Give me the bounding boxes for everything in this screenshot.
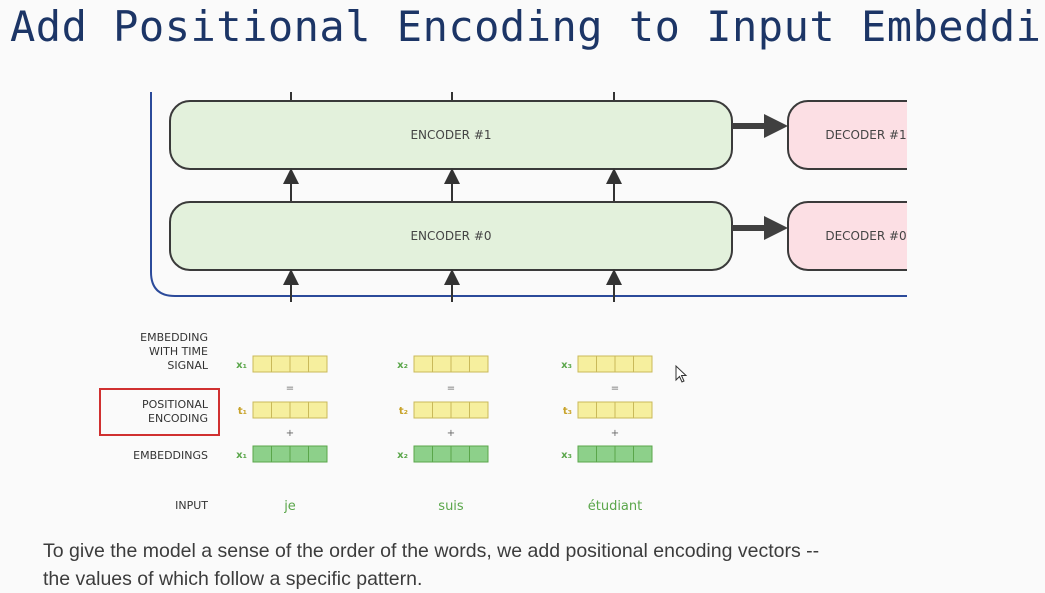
positional-encoding-label-3: t₃: [563, 406, 572, 417]
input-word-1: je: [283, 499, 296, 514]
embedding-with-time-signal-label-1: x₁: [236, 360, 247, 371]
equals-sign-1: =: [286, 383, 294, 394]
caption-line-2: the values of which follow a specific pa…: [43, 568, 423, 590]
equals-sign-2: =: [447, 383, 455, 394]
embedding-cell-1-1: [252, 445, 272, 463]
mouse-cursor-icon: [675, 364, 688, 383]
embedding-cell-2-3: [450, 445, 470, 463]
caption: To give the model a sense of the order o…: [43, 537, 983, 593]
positional-encoding-cell-1-1: [252, 401, 272, 419]
embedding-cell-2-1: [413, 445, 433, 463]
positional-encoding-cell-2-1: [413, 401, 433, 419]
embedding-with-time-signal-cell-3-1: [577, 355, 597, 373]
positional-encoding-label-2: t₂: [399, 406, 408, 417]
encoder-to-decoder-arrow-0-head: [764, 216, 788, 240]
caption-line-1: To give the model a sense of the order o…: [43, 540, 820, 562]
decoder-1-label: DECODER #1: [825, 128, 906, 142]
label-embedding-line2: WITH TIME: [149, 345, 208, 358]
encoder-1-label: ENCODER #1: [410, 128, 491, 142]
stack-frame: [150, 92, 907, 297]
positional-encoding-cell-3-4: [633, 401, 653, 419]
embedding-label-1: x₁: [236, 450, 247, 461]
positional-encoding-cell-3-1: [577, 401, 597, 419]
positional-encoding-label-1: t₁: [238, 406, 247, 417]
label-input: INPUT: [175, 499, 208, 512]
embedding-with-time-signal-cell-3-3: [614, 355, 634, 373]
embedding-label-2: x₂: [397, 450, 408, 461]
positional-encoding-cell-3-3: [614, 401, 634, 419]
embedding-cell-3-4: [633, 445, 653, 463]
embedding-with-time-signal-cell-2-4: [469, 355, 489, 373]
embedding-cell-1-4: [308, 445, 328, 463]
decoder-1-box: [787, 100, 907, 170]
highlight-box: [99, 388, 220, 436]
plus-sign-3: +: [611, 428, 619, 439]
decoder-0-box: [787, 201, 907, 271]
positional-encoding-cell-1-3: [289, 401, 309, 419]
positional-encoding-cell-1-4: [308, 401, 328, 419]
decoder-0-label: DECODER #0: [825, 229, 906, 243]
plus-sign-1: +: [286, 428, 294, 439]
equals-sign-3: =: [611, 383, 619, 394]
embedding-cell-2-2: [432, 445, 452, 463]
page-title: Add Positional Encoding to Input Embeddi…: [10, 2, 1045, 51]
embedding-cell-1-3: [289, 445, 309, 463]
positional-encoding-cell-3-2: [596, 401, 616, 419]
embedding-with-time-signal-cell-1-3: [289, 355, 309, 373]
label-positional-line2: ENCODING: [148, 412, 208, 425]
embedding-label-3: x₃: [561, 450, 572, 461]
embedding-with-time-signal-cell-1-4: [308, 355, 328, 373]
embedding-with-time-signal-cell-1-2: [271, 355, 291, 373]
label-embedding-line1: EMBEDDING: [140, 331, 208, 344]
input-word-2: suis: [438, 499, 464, 514]
input-word-3: étudiant: [588, 499, 643, 514]
embedding-cell-3-2: [596, 445, 616, 463]
label-positional-line1: POSITIONAL: [142, 398, 209, 411]
embedding-with-time-signal-cell-1-1: [252, 355, 272, 373]
embedding-cell-3-3: [614, 445, 634, 463]
embedding-with-time-signal-label-2: x₂: [397, 360, 408, 371]
embedding-with-time-signal-cell-2-1: [413, 355, 433, 373]
embedding-with-time-signal-cell-3-4: [633, 355, 653, 373]
label-embeddings: EMBEDDINGS: [133, 449, 208, 462]
positional-encoding-cell-2-3: [450, 401, 470, 419]
embedding-with-time-signal-cell-3-2: [596, 355, 616, 373]
positional-encoding-cell-1-2: [271, 401, 291, 419]
embedding-cell-3-1: [577, 445, 597, 463]
plus-sign-2: +: [447, 428, 455, 439]
positional-encoding-cell-2-4: [469, 401, 489, 419]
vector-grid: x₁ t₁ x₁ = + je x₂ t₂ x₂ = + suis x₃ t₃ x₃ = + étudiant: [236, 355, 653, 514]
encoder-0-label: ENCODER #0: [410, 229, 491, 243]
embedding-with-time-signal-cell-2-2: [432, 355, 452, 373]
embedding-cell-1-2: [271, 445, 291, 463]
encoder-to-decoder-arrow-1-head: [764, 114, 788, 138]
embedding-with-time-signal-label-3: x₃: [561, 360, 572, 371]
positional-encoding-cell-2-2: [432, 401, 452, 419]
label-embedding-line3: SIGNAL: [167, 359, 209, 372]
embedding-with-time-signal-cell-2-3: [450, 355, 470, 373]
embedding-cell-2-4: [469, 445, 489, 463]
